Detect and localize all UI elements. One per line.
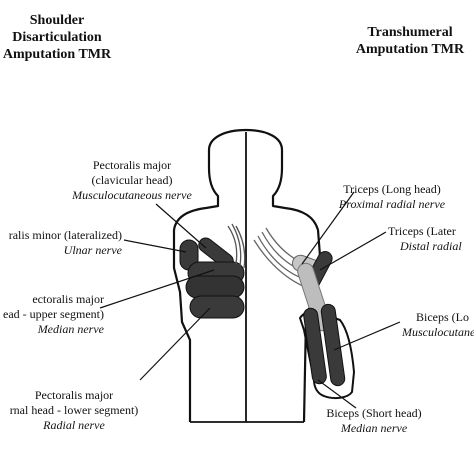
right-heading: Transhumeral Amputation TMR <box>340 24 474 58</box>
body-outline <box>172 128 322 423</box>
label-pec-sternal-upper-muscle-1: ectoralis major <box>32 292 104 306</box>
leader-pec-upper <box>99 269 215 309</box>
leader-pec-minor <box>123 239 187 253</box>
right-nerve-strands <box>253 227 323 291</box>
left-muscle-group <box>179 223 246 319</box>
label-pec-clavicular: Pectoralis major (clavicular head) Muscu… <box>62 158 202 203</box>
label-pec-sternal-upper-muscle-2: ead - upper segment) <box>3 307 104 321</box>
label-biceps-short-nerve: Median nerve <box>340 421 408 435</box>
left-heading-line-2: Disarticulation <box>12 30 102 45</box>
label-biceps-short-muscle: Biceps (Short head) <box>326 406 422 420</box>
biceps-long-muscle <box>320 303 346 387</box>
label-pec-minor-nerve: Ulnar nerve <box>63 243 122 257</box>
leader-biceps-short <box>317 379 357 409</box>
label-pec-clavicular-muscle-2: (clavicular head) <box>91 173 173 187</box>
label-triceps-long-muscle: Triceps (Long head) <box>343 182 441 196</box>
left-heading-line-3: Amputation TMR <box>2 47 112 62</box>
label-triceps-lateral-nerve: Distal radial <box>400 239 462 253</box>
label-pec-clavicular-muscle-1: Pectoralis major <box>92 158 172 172</box>
label-pec-sternal-upper: ectoralis major ead - upper segment) Med… <box>0 292 104 337</box>
label-triceps-lateral-muscle: Triceps (Later <box>388 224 456 238</box>
leader-triceps-lat <box>319 231 387 271</box>
label-biceps-long-nerve: Musculocutane <box>402 325 474 339</box>
leader-triceps-long <box>301 191 355 265</box>
left-heading: Shoulder Disarticulation Amputation TMR <box>0 12 122 63</box>
left-heading-line-1: Shoulder <box>29 13 85 28</box>
leader-pec-lower <box>139 307 211 381</box>
leader-lines <box>99 191 401 409</box>
label-pec-minor-muscle: ralis minor (lateralized) <box>8 228 122 242</box>
label-pec-sternal-upper-nerve: Median nerve <box>37 322 104 336</box>
label-pec-sternal-lower-muscle-2: rnal head - lower segment) <box>9 403 139 417</box>
label-triceps-long-nerve: Proximal radial nerve <box>338 197 446 211</box>
label-biceps-long-muscle: Biceps (Lo <box>416 310 469 324</box>
pectoralis-sternal-lower <box>189 295 245 319</box>
label-pec-clavicular-nerve: Musculocutaneous nerve <box>72 188 192 202</box>
label-biceps-short: Biceps (Short head) Median nerve <box>316 406 432 436</box>
label-pec-sternal-lower-nerve: Radial nerve <box>43 418 105 432</box>
label-triceps-lateral: Triceps (Later Distal radial <box>388 224 474 254</box>
leader-biceps-long <box>333 321 401 351</box>
label-pec-sternal-lower: Pectoralis major rnal head - lower segme… <box>0 388 148 433</box>
label-pec-sternal-lower-muscle-1: Pectoralis major <box>34 388 114 402</box>
leader-pec-clav <box>155 203 207 249</box>
label-pec-minor: ralis minor (lateralized) Ulnar nerve <box>0 228 122 258</box>
biceps-short-muscle <box>303 307 327 385</box>
right-heading-line-1: Transhumeral <box>367 25 453 40</box>
right-muscle-group <box>253 227 346 387</box>
right-heading-line-2: Amputation TMR <box>355 42 465 57</box>
left-nerve-strands <box>227 223 246 269</box>
label-triceps-long: Triceps (Long head) Proximal radial nerv… <box>330 182 454 212</box>
label-biceps-long: Biceps (Lo Musculocutane <box>402 310 474 340</box>
pectoralis-sternal-upper-2 <box>185 275 245 299</box>
